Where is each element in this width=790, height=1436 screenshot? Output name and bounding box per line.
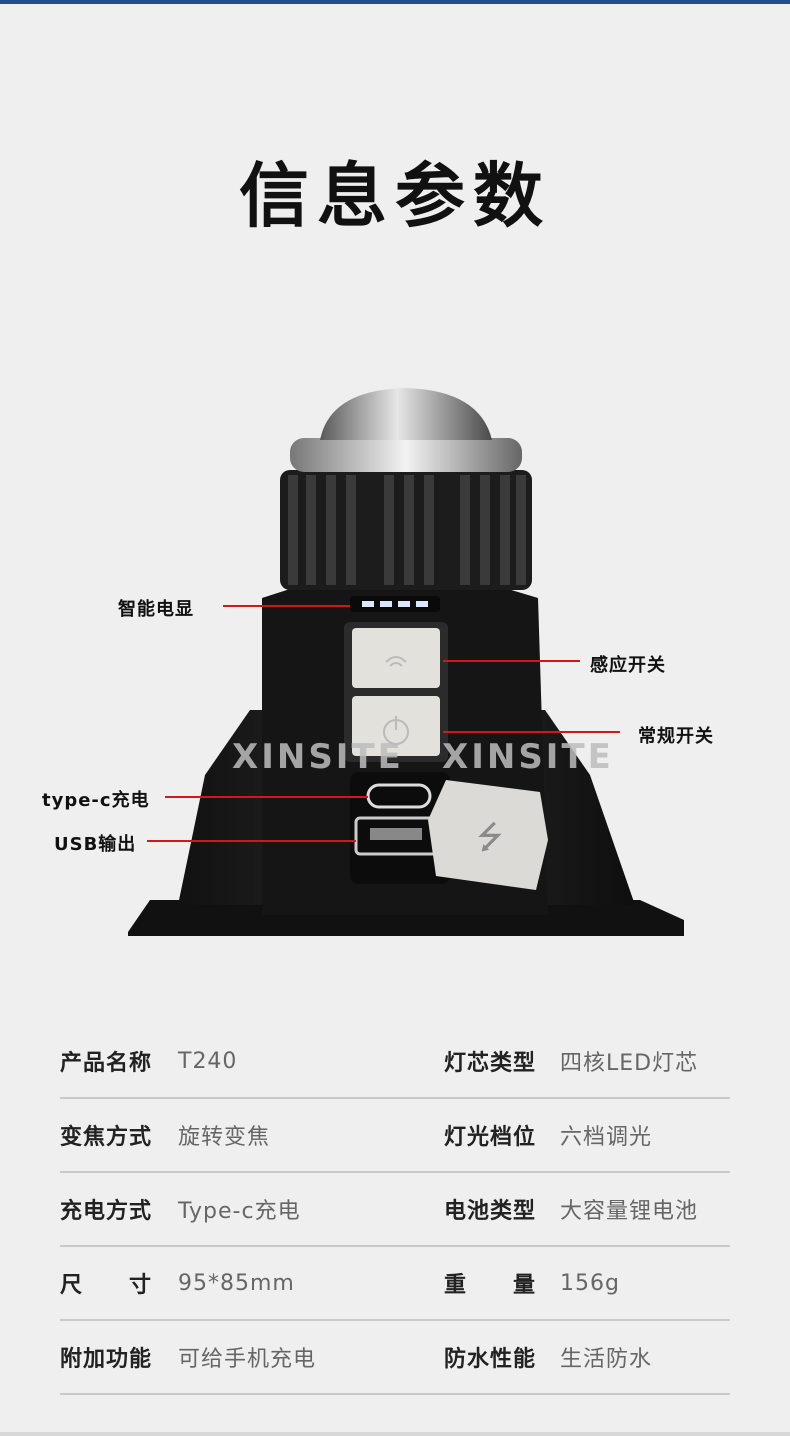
spec-row: 产品名称 T240 灯芯类型 四核LED灯芯 — [60, 1025, 730, 1099]
spec-key: 灯光档位 — [444, 1125, 537, 1150]
product-image: ⭍ XINSITE XINSITE 智能电显 感应开关 常规开关 type-c充… — [0, 380, 790, 940]
spec-key: 附加功能 — [60, 1347, 153, 1372]
spec-value: 四核LED灯芯 — [560, 1051, 699, 1076]
callout-usb-output: USB输出 — [54, 834, 137, 855]
spec-value: 95*85mm — [178, 1270, 295, 1296]
spec-key: 防水性能 — [444, 1347, 537, 1372]
spec-key: 变焦方式 — [60, 1125, 153, 1150]
svg-text:⭍: ⭍ — [477, 818, 504, 856]
spec-row: 尺 寸 95*85mm 重 量 156g — [60, 1247, 730, 1321]
spec-key: 充电方式 — [60, 1199, 153, 1224]
headlamp-illustration: ⭍ XINSITE XINSITE — [128, 388, 684, 936]
bottom-strip — [0, 1432, 790, 1436]
spec-key: 电池类型 — [444, 1199, 537, 1224]
spec-value: 156g — [560, 1270, 620, 1296]
watermark-right: XINSITE — [442, 737, 614, 777]
page-title: 信息参数 — [239, 155, 551, 237]
callout-normal-switch: 常规开关 — [638, 726, 714, 747]
spec-row: 充电方式 Type-c充电 电池类型 大容量锂电池 — [60, 1173, 730, 1247]
spec-row: 附加功能 可给手机充电 防水性能 生活防水 — [60, 1321, 730, 1395]
spec-value: T240 — [178, 1048, 238, 1074]
spec-value: 大容量锂电池 — [560, 1199, 699, 1224]
spec-value: 六档调光 — [560, 1125, 653, 1150]
spec-value: 可给手机充电 — [178, 1347, 317, 1372]
spec-key: 重 量 — [444, 1273, 537, 1298]
callout-battery-display: 智能电显 — [118, 599, 194, 620]
spec-key: 产品名称 — [60, 1051, 153, 1076]
callout-typec-charge: type-c充电 — [42, 790, 150, 811]
watermark-left: XINSITE — [232, 737, 404, 777]
spec-value: 生活防水 — [560, 1347, 653, 1372]
callout-sensor-switch: 感应开关 — [590, 655, 666, 676]
spec-key: 灯芯类型 — [444, 1051, 537, 1076]
spec-key: 尺 寸 — [60, 1273, 153, 1298]
spec-value: 旋转变焦 — [178, 1125, 271, 1150]
top-accent-bar — [0, 0, 790, 4]
spec-row: 变焦方式 旋转变焦 灯光档位 六档调光 — [60, 1099, 730, 1173]
spec-value: Type-c充电 — [178, 1199, 301, 1224]
specs-table: 产品名称 T240 灯芯类型 四核LED灯芯 变焦方式 旋转变焦 灯光档位 六档… — [60, 1025, 730, 1395]
